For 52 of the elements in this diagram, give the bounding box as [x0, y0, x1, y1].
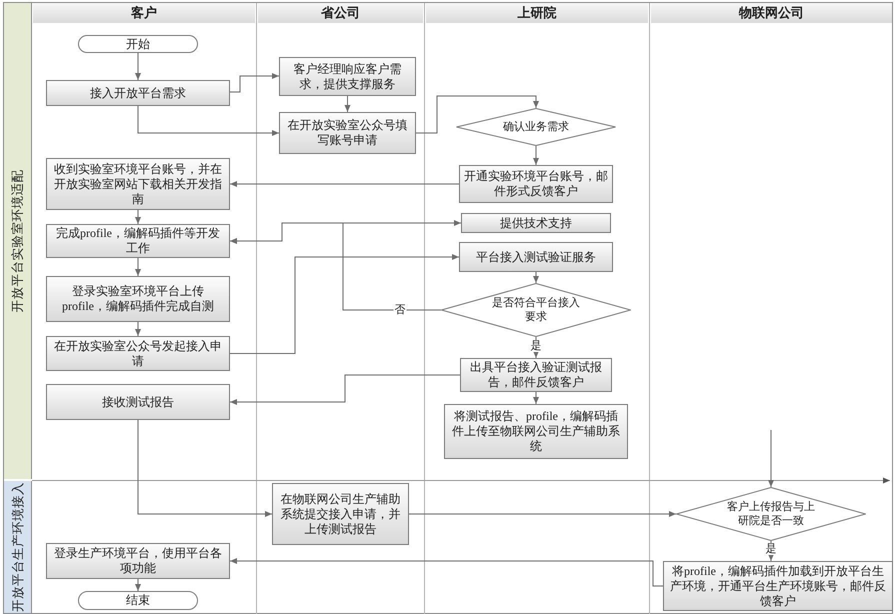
arrow: [135, 258, 141, 276]
process-box: 客户经理响应客户需求，提供支撑服务: [279, 57, 416, 96]
lane-header: 省公司: [258, 3, 423, 23]
arrow: [138, 420, 272, 517]
lane-title: 开放平台生产环境接入: [10, 482, 24, 612]
terminator: 开始: [78, 35, 198, 53]
decision-diamond: 客户上传报告与上研院是否一致: [676, 487, 866, 541]
process-box: 接收测试报告: [46, 384, 230, 420]
arrow: [408, 511, 676, 517]
edge-label: 是: [764, 543, 778, 555]
arrow: [533, 146, 539, 166]
arrow: [135, 322, 141, 336]
arrow: [230, 222, 442, 310]
arrow: [533, 392, 539, 404]
process-box: 将profile，编解码插件加载到开放平台生产环境，开通平台生产环境账号，邮件反馈客户: [663, 561, 893, 611]
process-box: 接入开放平台需求: [46, 80, 230, 106]
lane-title: 开放平台实验室环境适配: [10, 170, 24, 312]
process-box: 将测试报告、profile，编解码插件上传至物联网公司生产辅助系统: [444, 404, 628, 459]
process-box: 在开放实验室公众号发起接入申请: [46, 336, 230, 371]
decision-diamond: 确认业务需求: [456, 108, 616, 146]
arrow: [230, 558, 664, 586]
process-box: 完成profile，编解码插件等开发工作: [46, 224, 230, 258]
arrow: [344, 96, 350, 112]
arrow: [416, 96, 539, 134]
decision-diamond: 是否符合平台接入要求: [441, 283, 631, 337]
lane-band: [4, 481, 32, 613]
arrow: [135, 52, 141, 80]
lane-band: [4, 3, 32, 479]
process-box: 登录实验室环境平台上传profile，编解码插件完成自测: [46, 276, 230, 322]
process-box: 在开放实验室公众号填写账号申请: [279, 112, 416, 154]
process-box: 出具平台接入验证测试报告，邮件反馈客户: [460, 358, 612, 392]
process-box: 登录生产环境平台，使用平台各项功能: [46, 543, 230, 579]
arrow: [533, 272, 539, 284]
arrow: [135, 578, 141, 592]
process-box: 收到实验室环境平台账号，并在开放实验室网站下载相关开发指南: [46, 158, 230, 210]
terminator: 结束: [78, 591, 198, 610]
arrow: [138, 106, 280, 136]
edge-label: 否: [394, 304, 406, 316]
lane-header: 物联网公司: [651, 3, 892, 23]
arrow: [230, 374, 460, 405]
lane-header: 客户: [33, 3, 255, 23]
arrow: [230, 181, 460, 187]
edge-label: 是: [530, 340, 542, 352]
process-box: 平台接入测试验证服务: [459, 242, 613, 272]
process-box: 提供技术支持: [461, 213, 611, 233]
lane-header: 上研院: [426, 3, 648, 23]
arrow: [768, 430, 774, 488]
arrow: [135, 210, 141, 224]
arrow: [230, 254, 460, 354]
arrow: [230, 73, 280, 92]
process-box: 在物联网公司生产辅助系统提交接入申请，并上传测试报告: [272, 483, 409, 545]
process-box: 开通实验环境平台账号，邮件形式反馈客户: [459, 165, 613, 203]
